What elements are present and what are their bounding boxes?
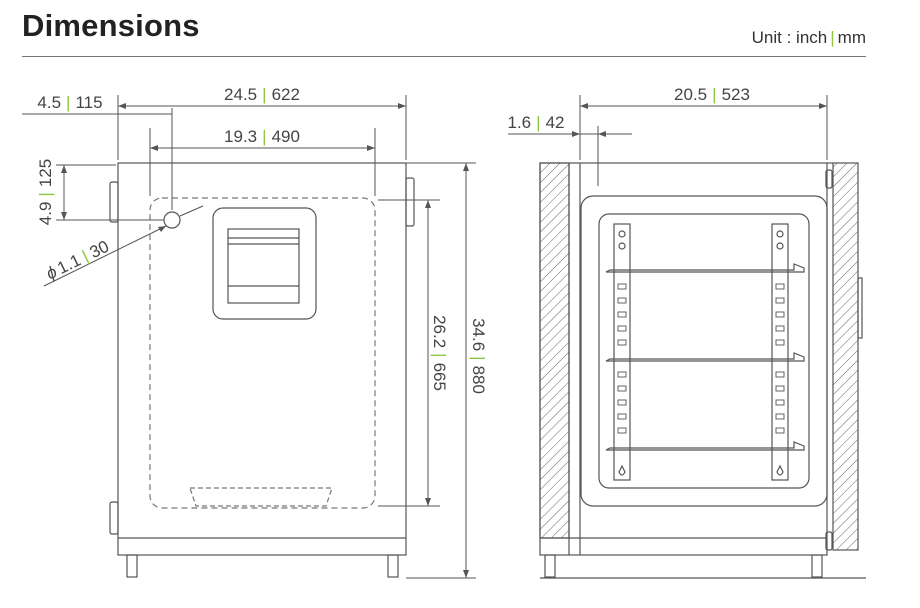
- dim-total-height: 34.6|880: [469, 318, 488, 394]
- dim-side-offset: 1.6|42: [508, 113, 565, 132]
- inner-door-outline: [149, 197, 376, 509]
- rail-left: [613, 223, 631, 481]
- front-left-hinge-bottom: [109, 501, 119, 535]
- side-right-foot: [811, 554, 823, 578]
- shelf-2: [605, 352, 805, 362]
- unit-inch: Unit : inch: [751, 28, 828, 47]
- side-handle: [857, 277, 863, 339]
- display-panel: [212, 207, 317, 320]
- side-left-foot: [544, 554, 556, 578]
- display-screen: [227, 228, 300, 304]
- dim-front-width: 24.5|622: [224, 85, 300, 104]
- dim-port-height: 4.9|125: [36, 159, 55, 225]
- side-left-wall-hatch: [539, 162, 570, 539]
- front-left-foot: [126, 554, 138, 578]
- side-door-hatch: [832, 162, 859, 551]
- side-view: [539, 162, 866, 579]
- drip-tray: [189, 487, 333, 507]
- page-title: Dimensions: [22, 8, 200, 43]
- rail-right: [771, 223, 789, 481]
- front-right-handle: [405, 177, 415, 227]
- front-arrowheads: [61, 103, 469, 578]
- dim-inner-height: 26.2|665: [430, 315, 449, 391]
- unit-mm: mm: [837, 28, 866, 47]
- front-body: [117, 162, 407, 556]
- front-left-hinge-top: [109, 181, 119, 223]
- dim-inner-width: 19.3|490: [224, 127, 300, 146]
- front-view: [109, 162, 415, 578]
- shelf-1: [605, 263, 805, 273]
- side-hinge-top: [825, 169, 833, 189]
- front-dimension-lines: [22, 95, 476, 579]
- access-port: [163, 211, 181, 229]
- side-arrowheads: [572, 103, 827, 137]
- side-inner-chamber: [598, 213, 810, 489]
- dim-left-offset: 4.5|115: [37, 93, 102, 112]
- front-right-foot: [387, 554, 399, 578]
- unit-separator: |: [830, 28, 835, 47]
- header-rule: [22, 56, 866, 57]
- side-hinge-bottom: [825, 531, 833, 551]
- unit-label: Unit : inch|mm: [752, 28, 866, 48]
- dim-side-depth: 20.5|523: [674, 85, 750, 104]
- side-window: [580, 195, 828, 507]
- shelf-3: [605, 441, 805, 451]
- side-dimension-lines: [508, 95, 828, 186]
- dim-port-diameter: ϕ1.1|30: [43, 237, 112, 284]
